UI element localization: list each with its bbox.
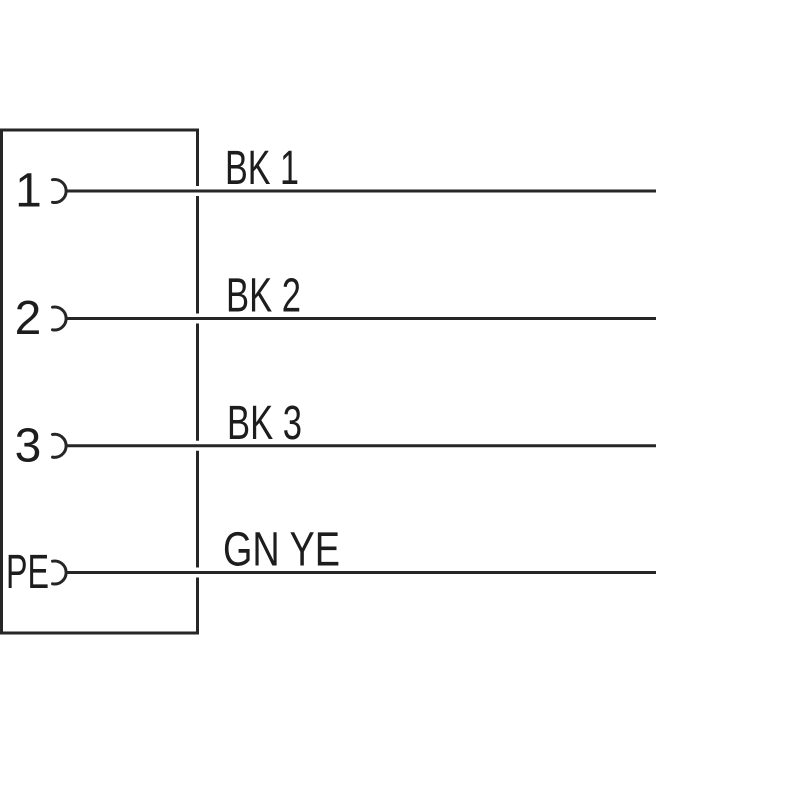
pin-label-pe: PE — [6, 546, 49, 599]
pin-label-3: 3 — [15, 419, 42, 472]
wire-color-label-pe: GN YE — [223, 524, 340, 577]
pin-contacts — [51, 178, 68, 586]
connector-body — [0, 128, 199, 635]
wire-halos — [66, 186, 656, 578]
diagram-labels: 1 2 3 PE BK 1 BK 2 BK 3 GN YE — [6, 142, 340, 599]
pin-label-1: 1 — [15, 165, 42, 218]
pin-contact-icon — [51, 559, 68, 586]
wire-color-label-2: BK 2 — [226, 270, 301, 323]
wire-color-label-3: BK 3 — [227, 397, 302, 450]
wire-color-label-1: BK 1 — [225, 142, 299, 195]
diagram-root: 1 2 3 PE BK 1 BK 2 BK 3 GN YE — [0, 128, 656, 635]
pin-label-2: 2 — [15, 292, 42, 345]
pin-contact-icon — [51, 432, 68, 459]
pin-contact-icon — [51, 178, 68, 204]
pin-contact-icon — [51, 305, 68, 332]
